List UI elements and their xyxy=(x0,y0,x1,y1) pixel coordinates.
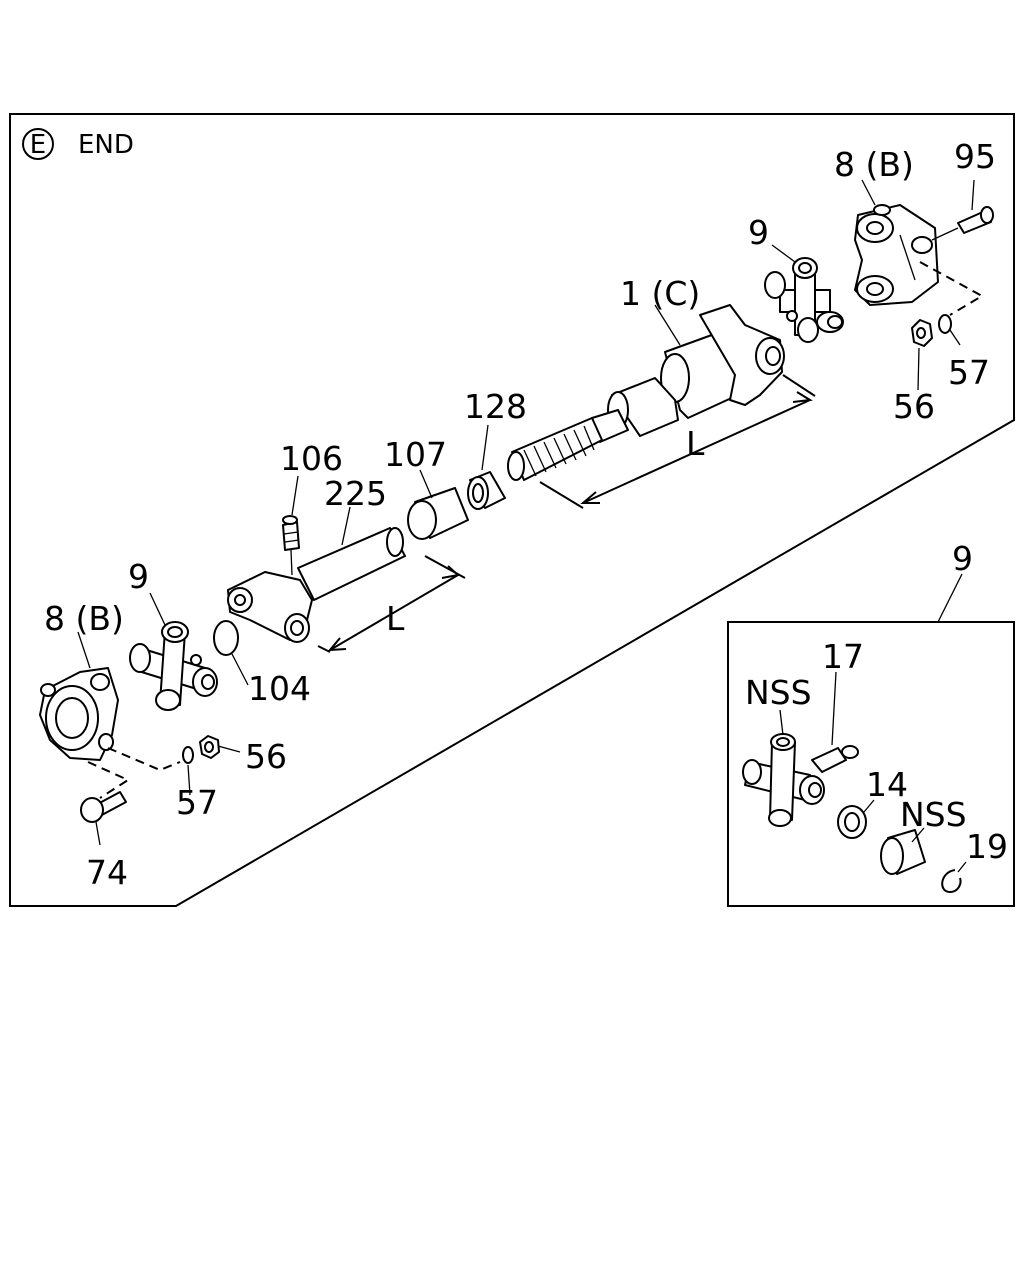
tube-225 xyxy=(297,527,406,601)
inset-label-19: 19 xyxy=(966,827,1008,866)
seal-128 xyxy=(467,471,506,510)
inset-bearing-cup xyxy=(880,829,926,875)
label-L-lower: L xyxy=(386,599,405,638)
bolt-74 xyxy=(80,791,127,823)
snap-ring-104 xyxy=(213,620,239,656)
section-header: E END xyxy=(22,128,134,160)
label-225: 225 xyxy=(324,474,387,513)
part-labels: 95 8 (B) 9 1 (C) 57 56 128 107 106 225 L… xyxy=(44,137,996,892)
label-128: 128 xyxy=(464,387,527,426)
label-104: 104 xyxy=(248,669,311,708)
sleeve-107 xyxy=(407,487,469,540)
label-57-left: 57 xyxy=(176,783,218,822)
flange-yoke-left xyxy=(39,667,119,761)
label-8b-right: 8 (B) xyxy=(834,145,914,184)
label-L-upper: L xyxy=(686,424,705,463)
nut-56-right xyxy=(911,319,933,347)
inset-label-nss-top: NSS xyxy=(745,673,812,712)
inset-label-14: 14 xyxy=(866,765,908,804)
label-95: 95 xyxy=(954,137,996,176)
inset-label-17: 17 xyxy=(822,637,864,676)
main-frame xyxy=(9,113,1015,907)
bolt-95 xyxy=(931,206,994,241)
label-56-left: 56 xyxy=(245,737,287,776)
section-circle-icon xyxy=(22,128,54,160)
slip-yoke-1c xyxy=(660,304,785,419)
inset-snap-ring-19 xyxy=(941,869,962,893)
lock-washer-57-right xyxy=(938,314,952,334)
inset-seal-14 xyxy=(837,805,867,839)
inset-ref-label: 9 xyxy=(952,539,973,578)
leader-lines xyxy=(77,179,975,846)
label-56-right: 56 xyxy=(893,387,935,426)
lock-washer-57-left xyxy=(182,746,194,764)
inset-label-nss-cup: NSS xyxy=(900,795,967,834)
universal-joint-left xyxy=(129,621,218,711)
label-57-right: 57 xyxy=(948,353,990,392)
label-9-right: 9 xyxy=(748,213,769,252)
dimension-L-lower xyxy=(317,555,466,653)
inset-frame xyxy=(727,621,1015,907)
nut-56-left xyxy=(199,735,220,759)
section-end-label: END xyxy=(78,130,134,160)
label-106: 106 xyxy=(280,439,343,478)
dimension-L-upper xyxy=(539,374,816,509)
section-letter: E xyxy=(30,130,46,160)
grease-fitting-106 xyxy=(282,515,300,576)
inset-spider xyxy=(742,733,825,827)
inset-repair-kit: 9 xyxy=(727,539,1015,907)
flange-yoke-right xyxy=(854,204,939,306)
label-74: 74 xyxy=(86,853,128,892)
tube-yoke xyxy=(227,571,313,643)
universal-joint-right xyxy=(764,257,844,343)
splined-shaft xyxy=(507,377,679,481)
label-107: 107 xyxy=(384,435,447,474)
label-8b-left: 8 (B) xyxy=(44,599,124,638)
label-9-left: 9 xyxy=(128,557,149,596)
inset-grease-nipple-17 xyxy=(811,745,859,773)
label-1c: 1 (C) xyxy=(620,274,700,313)
